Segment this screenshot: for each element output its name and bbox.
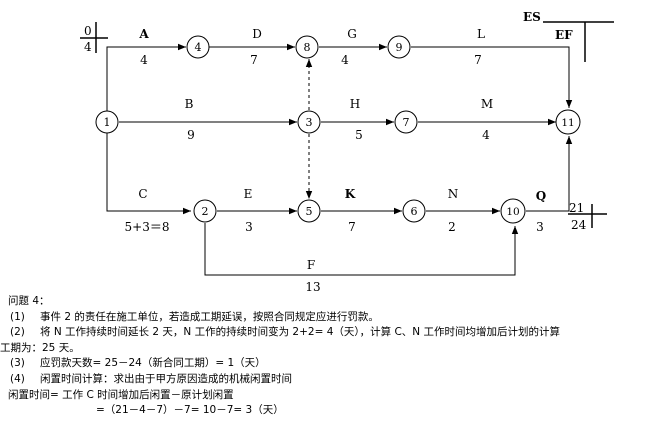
node-7-label: 7 xyxy=(403,116,410,129)
activity-l-name: L xyxy=(477,27,485,41)
activity-a-duration: 4 xyxy=(140,53,148,67)
note-item-3: (3) 应罚款天数= 25－24（新合同工期）= 1（天） xyxy=(0,356,659,372)
activity-l-duration: 7 xyxy=(474,53,482,67)
node-2-label: 2 xyxy=(202,205,209,218)
node-2 xyxy=(193,199,217,223)
node-labels: 1 2 3 4 5 6 7 8 9 10 11 xyxy=(104,41,575,218)
network-diagram: ES EF 0 4 21 24 xyxy=(80,10,614,292)
node1-es-value: 0 xyxy=(84,24,92,38)
node-4 xyxy=(186,35,210,59)
activity-h-name: H xyxy=(350,97,360,111)
note-item-2-number: (2) xyxy=(10,326,25,339)
node-11-label: 11 xyxy=(561,117,574,129)
edge-l xyxy=(411,46,573,108)
activity-b-name: B xyxy=(185,97,194,111)
edge-a xyxy=(106,43,186,113)
node-4-label: 4 xyxy=(195,41,202,54)
node-10 xyxy=(500,198,526,224)
activity-h-duration: 5 xyxy=(355,128,363,142)
note-item-1: (1) 事件 2 的责任在施工单位，若造成工期延误，按照合同规定应进行罚款。 xyxy=(0,310,659,326)
edge-c xyxy=(106,133,191,215)
nodes xyxy=(95,35,581,224)
node1-time-marker: 0 4 xyxy=(80,22,108,54)
activity-k-duration: 7 xyxy=(348,220,356,234)
activity-labels: A 4 D 7 G 4 L 7 B 9 H 5 M 4 C 5+3＝8 E 3 … xyxy=(125,27,547,292)
note-idle-formula: 闲置时间= 工作 C 时间增加后闲置－原计划闲置 xyxy=(8,388,234,401)
answer-notes: 问题 4： (1) 事件 2 的责任在施工单位，若造成工期延误，按照合同规定应进行… xyxy=(0,294,659,419)
node1-ef-value: 4 xyxy=(84,40,92,54)
legend-ef-label: EF xyxy=(555,28,573,42)
note-item-2: (2) 将 N 工作持续时间延长 2 天，N 工作的持续时间变为 2+2= 4（天… xyxy=(0,325,659,341)
node-7 xyxy=(394,110,418,134)
activity-c-name: C xyxy=(138,187,147,201)
notes-title: 问题 4： xyxy=(8,295,50,307)
node10-es-value: 21 xyxy=(569,201,584,215)
node-5 xyxy=(297,199,321,223)
activity-e-duration: 3 xyxy=(245,220,253,234)
activity-d-name: D xyxy=(252,27,262,41)
note-item-3-number: (3) xyxy=(10,357,25,370)
es-ef-legend: ES EF xyxy=(523,10,614,62)
activity-g-name: G xyxy=(347,27,357,41)
note-item-2-continuation: 工期为：25 天。 xyxy=(0,341,80,354)
node-6 xyxy=(402,199,426,223)
activity-d-duration: 7 xyxy=(250,53,258,67)
node-9 xyxy=(387,35,411,59)
note-item-1-number: (1) xyxy=(10,310,25,323)
note-item-1-text: 事件 2 的责任在施工单位，若造成工期延误，按照合同规定应进行罚款。 xyxy=(40,310,379,323)
node10-time-marker: 21 24 xyxy=(568,201,607,232)
node-1 xyxy=(95,110,119,134)
note-item-4: (4) 闲置时间计算：求出由于甲方原因造成的机械闲置时间 xyxy=(0,372,659,388)
node-8-label: 8 xyxy=(304,41,311,54)
activity-f-duration: 13 xyxy=(305,280,320,292)
activity-f-name: F xyxy=(307,258,315,272)
activity-n-duration: 2 xyxy=(448,220,456,234)
edges xyxy=(106,43,573,276)
edge-q xyxy=(526,136,573,212)
node-6-label: 6 xyxy=(411,205,418,218)
node-3-label: 3 xyxy=(306,116,313,129)
node-9-label: 9 xyxy=(396,41,403,54)
note-item-3-text: 应罚款天数= 25－24（新合同工期）= 1（天） xyxy=(40,357,266,370)
activity-m-duration: 4 xyxy=(482,128,490,142)
activity-q-name: Q xyxy=(536,189,546,203)
node10-ef-value: 24 xyxy=(571,218,587,232)
activity-q-duration: 3 xyxy=(536,220,544,234)
note-idle-calculation: =（21－4－7）－7= 10－7= 3（天） xyxy=(96,404,284,417)
node-10-label: 10 xyxy=(506,206,519,218)
node-3 xyxy=(297,110,321,134)
activity-c-duration: 5+3＝8 xyxy=(125,220,170,234)
node-8 xyxy=(295,35,319,59)
note-item-4-number: (4) xyxy=(10,372,25,385)
node-1-label: 1 xyxy=(104,116,111,129)
node-5-label: 5 xyxy=(306,205,313,218)
activity-m-name: M xyxy=(481,97,493,111)
node-11 xyxy=(555,109,581,135)
activity-g-duration: 4 xyxy=(341,53,349,67)
legend-es-label: ES xyxy=(523,10,541,24)
activity-n-name: N xyxy=(448,187,459,201)
activity-a-name: A xyxy=(138,27,149,41)
note-item-2-text: 将 N 工作持续时间延长 2 天，N 工作的持续时间变为 2+2= 4（天），计… xyxy=(40,326,560,339)
activity-k-name: K xyxy=(345,187,356,201)
activity-b-duration: 9 xyxy=(187,128,195,142)
edge-f xyxy=(204,223,519,276)
note-item-4-text: 闲置时间计算：求出由于甲方原因造成的机械闲置时间 xyxy=(40,372,292,385)
activity-e-name: E xyxy=(244,187,253,201)
